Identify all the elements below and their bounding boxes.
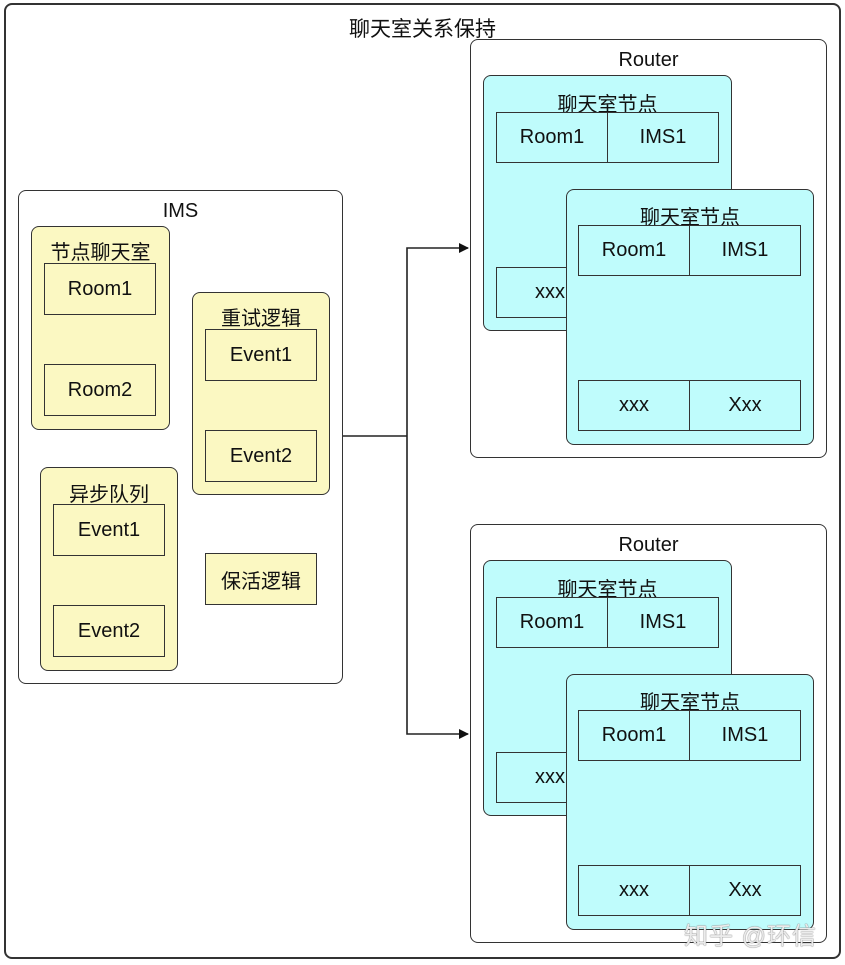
retry-logic-group bbox=[192, 292, 330, 495]
keepalive-logic-box: 保活逻辑 bbox=[205, 553, 317, 605]
room-cell: Room1 bbox=[496, 597, 608, 648]
xxx-cell: Xxx bbox=[689, 865, 801, 916]
room-cell: Room1 bbox=[578, 710, 690, 761]
chatroom-node-label: 聊天室节点 bbox=[640, 207, 740, 229]
arrow-to-router-1 bbox=[406, 243, 469, 436]
event-item: Event2 bbox=[205, 430, 317, 482]
router-label: Router bbox=[618, 49, 679, 71]
chatroom-node-label: 聊天室节点 bbox=[557, 579, 658, 601]
chatroom-node-label: 聊天室节点 bbox=[640, 692, 740, 714]
room-cell: Room1 bbox=[496, 112, 608, 163]
ims-cell: IMS1 bbox=[689, 225, 801, 276]
chatroom-node-front bbox=[566, 674, 814, 930]
room-item: Room2 bbox=[44, 364, 156, 416]
async-queue-label: 异步队列 bbox=[69, 484, 149, 506]
xxx-cell: Xxx bbox=[689, 380, 801, 431]
arrow-to-router-2 bbox=[406, 436, 469, 739]
room-cell: Room1 bbox=[578, 225, 690, 276]
ims-cell: IMS1 bbox=[689, 710, 801, 761]
ims-label: IMS bbox=[162, 200, 199, 222]
ims-cell: IMS1 bbox=[607, 597, 719, 648]
room-item: Room1 bbox=[44, 263, 156, 315]
ims-cell: IMS1 bbox=[607, 112, 719, 163]
diagram-title: 聊天室关系保持 bbox=[349, 18, 496, 41]
xxx-cell: xxx bbox=[578, 865, 690, 916]
chatroom-node-label: 聊天室节点 bbox=[557, 94, 658, 116]
watermark: 知乎 @环信 bbox=[684, 923, 818, 950]
node-rooms-group bbox=[31, 226, 170, 430]
event-item: Event1 bbox=[53, 504, 165, 556]
async-queue-group bbox=[40, 467, 178, 671]
router-label: Router bbox=[618, 534, 679, 556]
event-item: Event2 bbox=[53, 605, 165, 657]
xxx-cell: xxx bbox=[578, 380, 690, 431]
event-item: Event1 bbox=[205, 329, 317, 381]
chatroom-node-front bbox=[566, 189, 814, 445]
node-rooms-label: 节点聊天室 bbox=[50, 242, 151, 264]
retry-logic-label: 重试逻辑 bbox=[221, 308, 301, 330]
